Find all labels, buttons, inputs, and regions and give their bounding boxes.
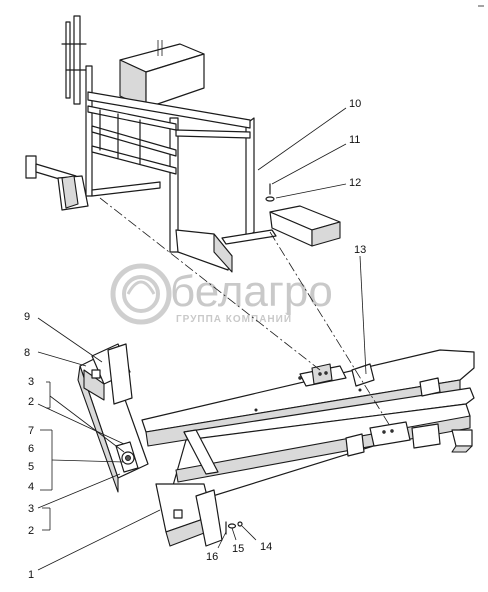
- callout-16: 16: [206, 551, 218, 563]
- callout-12: 12: [349, 177, 361, 189]
- lower-main-frame: [77, 343, 475, 547]
- callout-2-lower: 2: [28, 525, 34, 537]
- alignment-lines: [99, 197, 391, 427]
- callout-6: 6: [28, 443, 34, 455]
- callout-1: 1: [28, 569, 34, 581]
- callout-9: 9: [24, 311, 30, 323]
- callout-3-upper: 3: [28, 376, 34, 388]
- callout-10: 10: [349, 98, 361, 110]
- callout-5: 5: [28, 461, 34, 473]
- callout-8: 8: [24, 347, 30, 359]
- watermark-brand: белагро: [170, 267, 333, 316]
- callout-2-upper: 2: [28, 396, 34, 408]
- watermark-logo: белагро ГРУППА КОМПАНИЙ: [110, 263, 333, 325]
- leader-lines: [37, 107, 367, 571]
- callout-14: 14: [260, 541, 272, 553]
- callout-15: 15: [232, 543, 244, 555]
- callout-4: 4: [28, 481, 34, 493]
- callout-13: 13: [354, 244, 366, 256]
- callout-3-lower: 3: [28, 503, 34, 515]
- callout-7: 7: [28, 425, 34, 437]
- watermark-subtitle: ГРУППА КОМПАНИЙ: [176, 312, 292, 325]
- upper-frame-assembly: [25, 15, 341, 273]
- callout-11: 11: [349, 134, 360, 146]
- callout-labels: 10 11 12 13 9 8 3 2 7 6 5 4 3 2 1 16 15 …: [24, 98, 366, 581]
